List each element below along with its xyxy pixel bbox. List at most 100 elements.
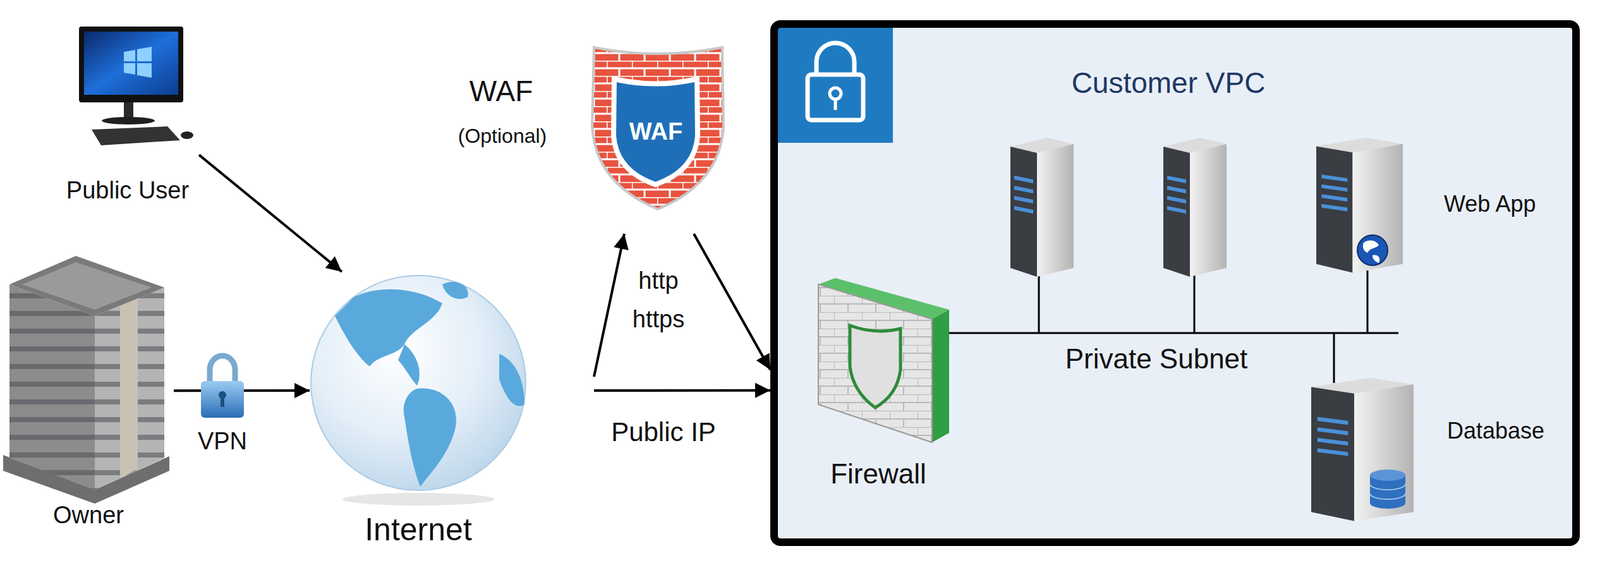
globe-icon — [342, 492, 495, 506]
computer-icon — [78, 26, 194, 146]
database-icon — [1369, 469, 1406, 481]
vpn-lock-icon — [209, 355, 236, 384]
vpc-panel — [774, 24, 1576, 543]
subnet-wire — [949, 270, 1399, 383]
computer-icon — [78, 26, 184, 103]
computer-icon — [101, 116, 155, 125]
node-sublabel: WAF — [629, 118, 683, 146]
owner-node: Owner — [3, 246, 174, 538]
web-globe-icon — [1372, 255, 1380, 263]
internet-node: Internet — [309, 271, 594, 557]
globe-icon — [398, 344, 420, 386]
building-icon — [9, 255, 165, 316]
web-globe-icon — [1363, 240, 1379, 253]
text-holder: Firewall — [830, 458, 927, 491]
vpn-lock-icon — [200, 381, 244, 418]
firewall-icon — [818, 284, 933, 443]
server-icon — [1010, 137, 1414, 522]
node-sublabel: (Optional) — [458, 124, 548, 148]
firewall-node: Firewall — [812, 278, 955, 500]
building-icon — [9, 284, 95, 490]
web-globe-icon — [1357, 235, 1388, 266]
globe-icon — [334, 289, 443, 367]
edge-label-holder: VPN — [197, 427, 248, 456]
text-holder: Owner — [53, 501, 124, 530]
computer-icon — [123, 63, 136, 75]
node-label: Internet — [364, 511, 473, 549]
vpc-panel — [774, 24, 1576, 543]
building-icon — [94, 287, 165, 490]
web-globe-icon — [1357, 235, 1388, 266]
vpc-container: Customer VPC Firewall Web AppDatabase — [770, 20, 1580, 546]
subnet-wire — [1366, 270, 1369, 334]
node-label: Owner — [53, 501, 124, 530]
subnet-label: Private Subnet — [1065, 343, 1249, 376]
building-icon — [94, 287, 165, 490]
server-icon — [1163, 137, 1227, 277]
arrow-connector — [593, 389, 771, 392]
computer-icon — [137, 46, 152, 62]
server-icon — [1316, 137, 1403, 273]
computer-icon — [123, 102, 134, 119]
text-holder: WAF — [469, 74, 534, 109]
node-label: Public User — [66, 176, 189, 205]
building-icon — [120, 298, 138, 479]
node-label: Database — [1447, 417, 1545, 444]
node-label: Firewall — [830, 458, 927, 491]
computer-icon — [123, 49, 136, 62]
database-node: Database — [1308, 372, 1561, 525]
subnet-wire — [949, 332, 1399, 335]
text-holder: Web App — [1443, 190, 1536, 217]
edge-label: VPN — [197, 427, 248, 456]
firewall-icon — [932, 309, 950, 443]
globe-icon — [442, 281, 469, 299]
arrow-connector — [199, 154, 342, 272]
node-label: Customer VPC — [1071, 66, 1266, 100]
subnet-wire — [1038, 275, 1041, 334]
globe-icon — [403, 387, 457, 487]
text-holder: Internet — [364, 511, 473, 549]
webapp-node: Web App — [1314, 132, 1555, 279]
text-holder: Database — [1447, 417, 1545, 444]
arrow-connector — [593, 233, 625, 377]
computer-icon — [84, 31, 179, 95]
vpc-panel — [829, 87, 842, 100]
text-holder: Public User — [66, 176, 189, 205]
waf-node: WAF (Optional) WAF — [454, 37, 730, 234]
firewall-icon — [818, 278, 950, 443]
node-label: Web App — [1443, 190, 1536, 217]
database-icon — [1369, 484, 1406, 500]
text-holder: WAF — [629, 118, 683, 146]
waf-shield-icon — [613, 78, 698, 185]
vpc-panel — [834, 99, 838, 110]
computer-icon — [137, 63, 152, 78]
user-node: Public User — [56, 18, 200, 215]
globe-icon — [499, 353, 525, 407]
globe-icon — [310, 275, 526, 506]
text-holder: (Optional) — [458, 124, 548, 148]
arrow-connector — [693, 233, 771, 370]
globe-icon — [310, 275, 526, 491]
building-icon — [22, 262, 152, 310]
edge-label-holder: Public IP — [611, 417, 716, 448]
subnet-wire — [1193, 275, 1196, 334]
waf-shield-icon — [592, 47, 724, 210]
vpc-panel — [807, 74, 864, 121]
vpn-lock-icon — [220, 396, 225, 407]
protocol-label: http https — [632, 261, 685, 339]
firewall-icon — [849, 325, 901, 408]
server-icon — [1010, 137, 1074, 277]
waf-shield-icon — [592, 47, 724, 210]
edge-label: Public IP — [611, 417, 716, 448]
server-icon — [1311, 377, 1414, 522]
vpc-panel — [816, 42, 855, 76]
building-icon — [3, 255, 170, 504]
database-icon — [1369, 469, 1406, 509]
computer-icon — [180, 131, 194, 140]
subnet-wire — [1333, 333, 1336, 383]
building-icon — [9, 284, 95, 490]
text-holder: Customer VPC — [1071, 66, 1266, 100]
computer-icon — [91, 126, 181, 146]
